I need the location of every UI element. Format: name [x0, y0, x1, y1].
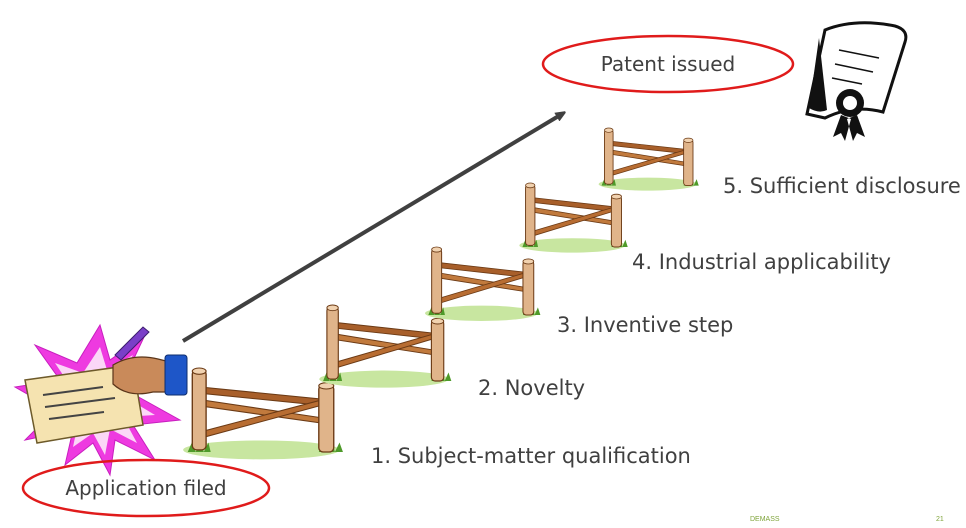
hurdle-2-icon	[318, 304, 452, 389]
step-3-label: 3. Inventive step	[557, 313, 734, 337]
end-oval	[541, 34, 795, 94]
hurdle-1-icon	[182, 367, 344, 461]
footer-right: 21	[936, 516, 944, 523]
certificate-with-seal-icon	[805, 21, 908, 141]
step-1-label: 1. Subject-matter qualification	[371, 444, 691, 468]
hurdle-3-icon	[424, 246, 541, 322]
step-4-label: 4. Industrial applicability	[632, 250, 891, 274]
hurdle-4-icon	[518, 182, 629, 254]
start-label: Application filed	[65, 476, 227, 500]
end-label: Patent issued	[600, 52, 736, 76]
progress-arrow	[181, 114, 562, 343]
step-2-label: 2. Novelty	[478, 376, 586, 400]
step-5-label: 5. Sufficient disclosure	[723, 174, 961, 198]
footer-left: DEMASS	[750, 516, 780, 523]
start-oval	[21, 458, 271, 518]
hand-writing-application-icon	[13, 323, 188, 477]
hurdle-5-icon	[598, 127, 700, 192]
